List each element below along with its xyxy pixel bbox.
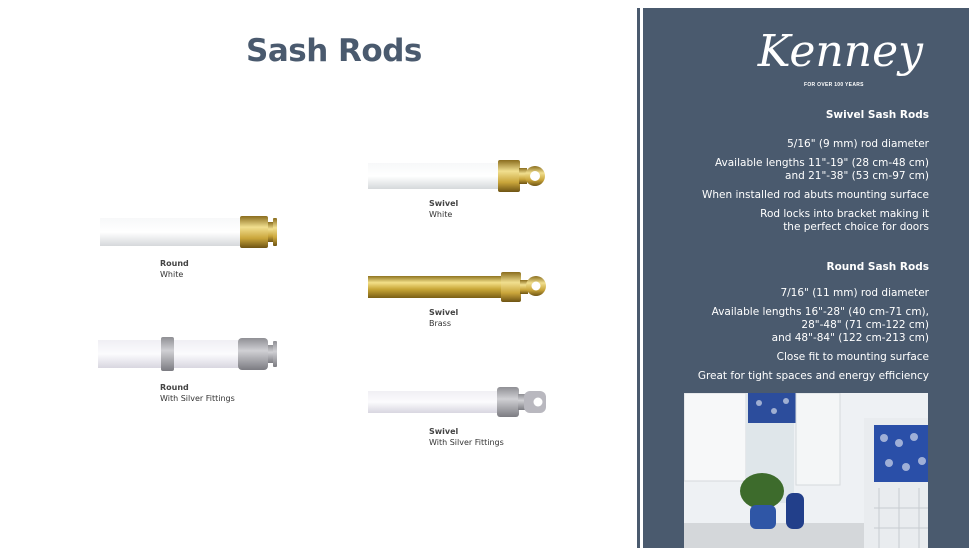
spec-item: Available lengths 16"-28" (40 cm-71 cm),… <box>711 306 929 344</box>
round-white-rod <box>100 214 280 250</box>
swivel-heading: Swivel Sash Rods <box>825 109 929 121</box>
rod-image <box>368 272 546 302</box>
brand-logo: Kenney FOR OVER 100 YEARS <box>757 26 923 88</box>
page-title: Sash Rods <box>246 33 422 69</box>
info-panel: Kenney FOR OVER 100 YEARS Swivel Sash Ro… <box>643 8 969 548</box>
spec-item: When installed rod abuts mounting surfac… <box>701 189 929 201</box>
spec-item: Great for tight spaces and energy effici… <box>697 370 929 382</box>
rod-image <box>98 337 277 371</box>
round-white-caption: Round White <box>160 259 189 279</box>
swivel-white-rod <box>368 159 553 193</box>
swivel-white-caption: Swivel White <box>429 199 459 219</box>
spec-item: Rod locks into bracket making it the per… <box>760 208 929 233</box>
swivel-silver-caption: Swivel With Silver Fittings <box>429 427 504 447</box>
kitchen-photo <box>684 393 928 548</box>
swivel-specs: 5/16" (9 mm) rod diameter Available leng… <box>702 138 929 240</box>
round-heading: Round Sash Rods <box>826 261 929 273</box>
spec-item: 7/16" (11 mm) rod diameter <box>780 287 929 299</box>
panel-accent-strip <box>637 8 640 548</box>
swivel-brass-rod <box>368 271 553 303</box>
spec-item: Available lengths 11"-19" (28 cm-48 cm) … <box>714 157 929 182</box>
swivel-silver-rod <box>368 386 553 418</box>
spec-item: 5/16" (9 mm) rod diameter <box>787 138 929 150</box>
rod-image <box>368 160 545 192</box>
spec-item: Close fit to mounting surface <box>776 351 929 363</box>
rod-image <box>100 216 277 248</box>
round-specs: 7/16" (11 mm) rod diameter Available len… <box>698 287 929 389</box>
swivel-brass-caption: Swivel Brass <box>429 308 459 328</box>
round-silver-caption: Round With Silver Fittings <box>160 383 235 403</box>
photo-illustration <box>684 393 928 548</box>
round-silver-rod <box>98 336 283 372</box>
rod-image <box>368 387 546 417</box>
